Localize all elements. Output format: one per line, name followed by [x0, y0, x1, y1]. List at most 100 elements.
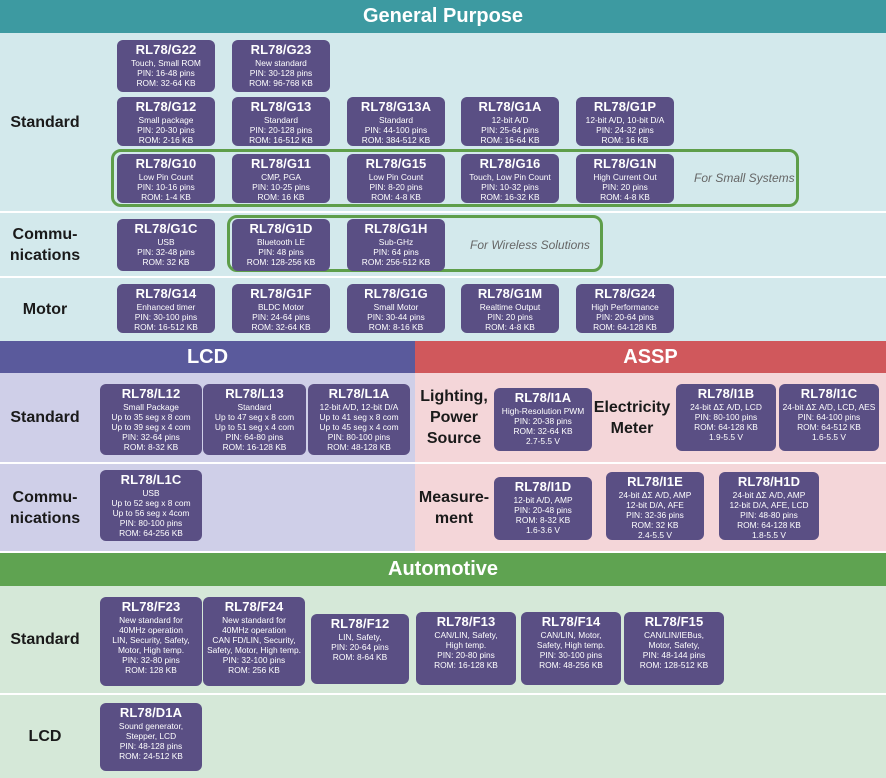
- chip-spec-line: Motor, Safety,: [648, 640, 700, 650]
- chip-spec-line: ROM: 4-8 KB: [485, 322, 535, 332]
- chip-spec-line: High temp.: [445, 640, 487, 650]
- chip-name: RL78/G1P: [593, 99, 657, 114]
- chip-name: RL78/F23: [121, 599, 181, 614]
- chip-spec-line: ROM: 32-64 KB: [513, 426, 573, 436]
- chip-spec-line: ROM: 64-128 KB: [694, 422, 758, 432]
- chip-spec-line: PIN: 20-64 pins: [596, 312, 654, 322]
- chip-spec-line: Bluetooth LE: [257, 237, 305, 247]
- row-divider: [0, 276, 886, 278]
- chip-spec-line: PIN: 30-100 pins: [539, 650, 603, 660]
- chip-name: RL78/G1C: [134, 221, 198, 236]
- chip-name: RL78/G15: [365, 156, 427, 171]
- chip-spec-line: ROM: 16-64 KB: [480, 135, 540, 145]
- chip-spec-line: Up to 56 seg x 4com: [112, 508, 190, 518]
- chip-spec-line: ROM: 16-512 KB: [249, 135, 313, 145]
- chip-spec-line: Small Motor: [373, 302, 419, 312]
- chip-spec-line: ROM: 128-512 KB: [639, 660, 709, 670]
- chip-spec-line: PIN: 32-100 pins: [222, 655, 286, 665]
- chip-spec-line: 24-bit ΔΣ A/D, LCD: [690, 402, 762, 412]
- row-label-gp-standard: Standard: [10, 113, 80, 131]
- chip-spec-line: ROM: 16-512 KB: [134, 322, 198, 332]
- chip-spec-line: 2.4-5.5 V: [638, 530, 672, 540]
- chip-spec-line: BLDC Motor: [257, 302, 305, 312]
- chip-spec-line: Standard: [237, 402, 272, 412]
- row-label-lcd-standard: Standard: [10, 409, 80, 426]
- chip-spec-line: 12-bit D/A, AFE, LCD: [729, 500, 809, 510]
- chip-spec-line: 1.9-5.5 V: [709, 432, 743, 442]
- chip-spec-line: ROM: 16-128 KB: [222, 442, 287, 452]
- chip-spec-line: PIN: 30-100 pins: [134, 312, 198, 322]
- chip-spec-line: Sound generator,: [118, 721, 184, 731]
- chip-spec-line: Sub-GHz: [378, 237, 414, 247]
- chip-name: RL78/G13A: [360, 99, 432, 114]
- chip-spec-line: PIN: 24-64 pins: [252, 312, 310, 322]
- chip-name: RL78/G16: [479, 156, 541, 171]
- chip-name: RL78/I1E: [627, 474, 683, 489]
- chip-spec-line: PIN: 32-80 pins: [122, 655, 180, 665]
- wireless-solutions-note: For Wireless Solutions: [470, 238, 590, 252]
- chip-spec-line: ROM: 4-8 KB: [371, 192, 421, 202]
- chip-spec-line: PIN: 80-100 pins: [119, 518, 183, 528]
- row-divider: [0, 211, 886, 213]
- chip-spec-line: PIN: 32-48 pins: [137, 247, 195, 257]
- chip-spec-line: ROM: 32 KB: [631, 520, 679, 530]
- chip-spec-line: PIN: 20 pins: [487, 312, 533, 322]
- chip-spec-line: PIN: 20-48 pins: [514, 505, 572, 515]
- row-divider: [0, 693, 886, 695]
- chip-name: RL78/G12: [135, 99, 197, 114]
- chip-spec-line: Up to 39 seg x 4 com: [111, 422, 191, 432]
- chip-spec-line: PIN: 80-100 pins: [327, 432, 391, 442]
- chip-name: RL78/I1C: [800, 386, 858, 401]
- chip-spec-line: 24-bit ΔΣ A/D, AMP: [732, 490, 806, 500]
- chip-spec-line: PIN: 20-30 pins: [137, 125, 195, 135]
- chip-spec-line: New standard for: [222, 615, 286, 625]
- chip-spec-line: 12-bit A/D, 10-bit D/A: [585, 115, 665, 125]
- chip-name: RL78/G1D: [249, 221, 313, 236]
- chip-spec-line: PIN: 25-64 pins: [481, 125, 539, 135]
- chip-name: RL78/F24: [224, 599, 284, 614]
- chip-spec-line: PIN: 80-100 pins: [694, 412, 758, 422]
- chip-spec-line: Safety, Motor, High temp.: [207, 645, 301, 655]
- chip-spec-line: PIN: 64-100 pins: [797, 412, 861, 422]
- chip-name: RL78/G1H: [364, 221, 428, 236]
- chip-spec-line: Safety, High temp.: [536, 640, 606, 650]
- chip-spec-line: ROM: 64-128 KB: [737, 520, 801, 530]
- chip-spec-line: PIN: 64 pins: [373, 247, 419, 257]
- chip-spec-line: ROM: 1-4 KB: [141, 192, 191, 202]
- chip-spec-line: PIN: 20-80 pins: [437, 650, 495, 660]
- chip-spec-line: ROM: 8-32 KB: [515, 515, 571, 525]
- chip-name: RL78/F15: [644, 614, 704, 629]
- chip-spec-line: 40MHz operation: [119, 625, 183, 635]
- chip-name: RL78/I1B: [697, 386, 755, 401]
- chip-spec-line: ROM: 64-128 KB: [593, 322, 657, 332]
- chip-name: RL78/D1A: [119, 705, 183, 720]
- chip-spec-line: PIN: 10-16 pins: [137, 182, 195, 192]
- chip-spec-line: PIN: 10-25 pins: [252, 182, 310, 192]
- chip-name: RL78/G14: [135, 286, 197, 301]
- chip-name: RL78/L13: [225, 386, 284, 401]
- chip-name: RL78/G1M: [477, 286, 543, 301]
- chip-spec-line: PIN: 32-36 pins: [626, 510, 684, 520]
- chip-spec-line: PIN: 44-100 pins: [364, 125, 428, 135]
- small-systems-note: For Small Systems: [694, 171, 795, 185]
- chip-spec-line: Up to 52 seg x 8 com: [111, 498, 191, 508]
- chip-spec-line: ROM: 48-128 KB: [327, 442, 391, 452]
